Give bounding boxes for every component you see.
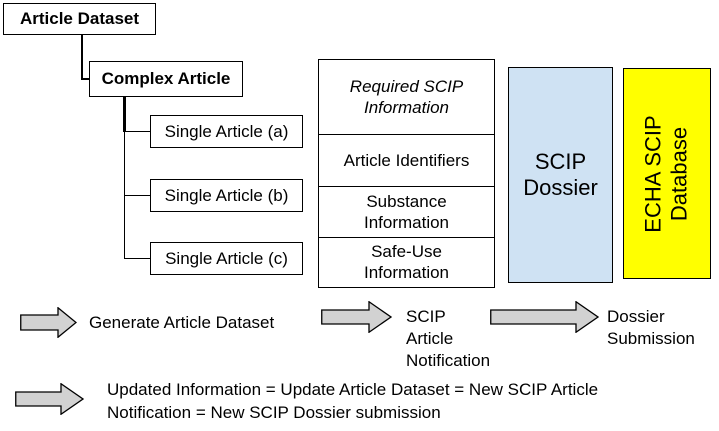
arrow-label-line: Submission [607,329,695,348]
scip-dossier-box: SCIP Dossier [508,67,613,283]
table-cell-text: Information [363,263,450,283]
table-cell-text: Information [363,212,450,232]
arrow-label-line: Notification [406,351,491,370]
connector-line [124,131,150,133]
scip-article-notification-label: SCIP Article Notification [406,306,490,372]
table-row-substance-information: Substance Information [319,185,494,237]
update-cycle-note: Updated Information = Update Article Dat… [107,379,598,424]
required-scip-information-table: Required SCIP Information Article Identi… [318,59,495,288]
echa-scip-database-label: ECHA SCIP Database [641,115,693,232]
right-arrow-icon [321,301,392,333]
note-line: Notification = New SCIP Dossier submissi… [107,402,441,422]
echa-label-line: ECHA SCIP [641,114,666,233]
single-article-c-label: Single Article (c) [165,248,288,268]
table-header: Required SCIP Information [319,60,494,134]
connector-line [124,257,150,259]
connector-line [122,97,126,132]
table-cell-text: Safe-Use [371,242,442,262]
right-arrow-icon [20,307,77,338]
dossier-submission-label: Dossier Submission [607,306,695,350]
single-article-a-label: Single Article (a) [164,121,289,141]
scip-dossier-label-line: SCIP [534,149,587,174]
connector-line [81,78,90,80]
arrow-label-line: Generate Article Dataset [89,313,275,332]
single-article-c-box: Single Article (c) [150,242,303,275]
arrow-label-line: Dossier [607,307,665,326]
table-row-article-identifiers: Article Identifiers [319,133,494,186]
table-header-line: Information [363,97,450,117]
right-arrow-icon [490,301,599,333]
echa-scip-database-box: ECHA SCIP Database [623,68,711,279]
right-arrow-icon [15,383,84,415]
table-header-line: Required SCIP [349,76,464,96]
connector-line [124,195,150,197]
single-article-b-box: Single Article (b) [150,179,303,212]
generate-article-dataset-label: Generate Article Dataset [89,312,274,334]
table-cell-text: Article Identifiers [343,150,470,170]
note-line: Updated Information = Update Article Dat… [107,380,599,399]
echa-label-line: Database [667,126,692,221]
article-dataset-box: Article Dataset [3,3,156,35]
rotated-text-wrap: ECHA SCIP Database [624,69,710,278]
complex-article-box: Complex Article [89,61,243,97]
article-dataset-label: Article Dataset [19,9,140,28]
table-row-safe-use-information: Safe-Use Information [319,236,494,288]
table-cell-text: Substance [366,191,447,211]
arrow-label-line: SCIP [406,307,446,326]
complex-article-label: Complex Article [101,69,231,88]
single-article-a-box: Single Article (a) [150,115,303,148]
scip-dossier-label-line: Dossier [523,175,598,200]
single-article-b-label: Single Article (b) [164,185,289,205]
arrow-label-line: Article [406,329,454,348]
connector-line [81,35,83,79]
